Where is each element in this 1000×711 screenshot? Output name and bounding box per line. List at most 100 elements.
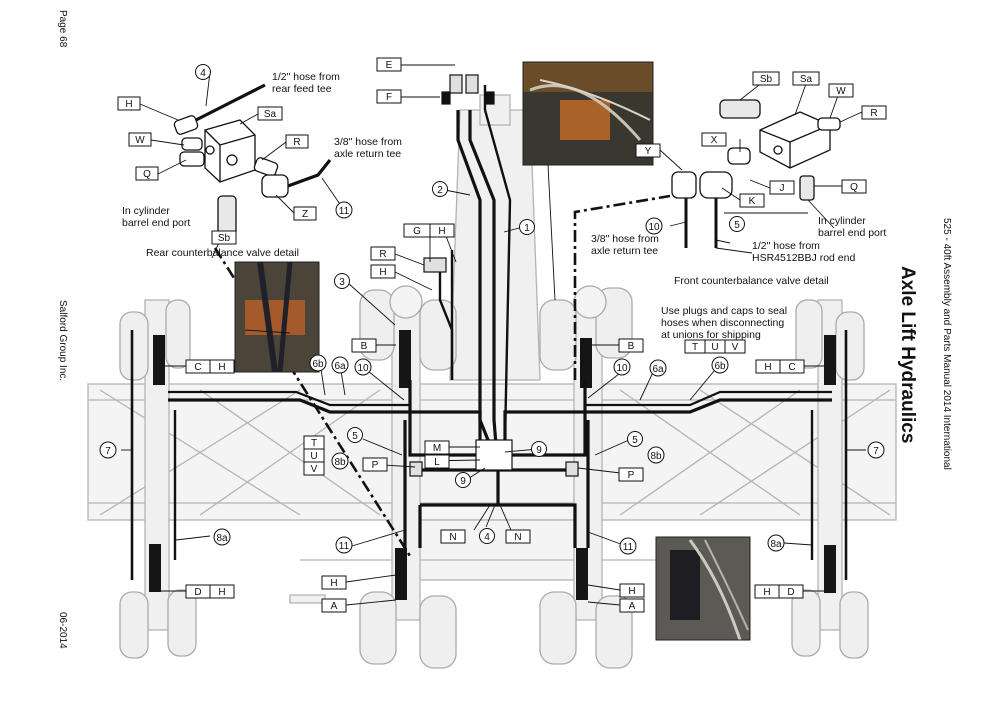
note-plugs-2: hoses when disconnecting (661, 317, 784, 329)
label-Sb: Sb (211, 230, 237, 245)
svg-text:W: W (836, 86, 846, 97)
svg-text:5: 5 (632, 435, 638, 446)
svg-text:Q: Q (143, 169, 151, 180)
svg-text:B: B (361, 341, 368, 352)
svg-text:P: P (628, 470, 635, 481)
svg-text:C: C (194, 362, 201, 373)
label-F: F (376, 89, 402, 104)
circled-callouts: 4 11 2 1 3 10 5 6b 6a 10 10 6a 6b 8b 8b … (99, 64, 885, 555)
label-H: H (209, 584, 235, 599)
note-front-rod-1: 1/2" hose from (752, 240, 820, 252)
note-front-cylinder-1: In cylinder (818, 215, 866, 227)
svg-text:9: 9 (460, 476, 466, 487)
cylinder (824, 545, 836, 593)
callout-11: 11 (619, 537, 637, 555)
label-E: E (376, 57, 402, 72)
callout-9: 9 (531, 441, 547, 457)
svg-text:H: H (125, 99, 132, 110)
hose-10-left (408, 380, 485, 457)
tire (419, 595, 457, 669)
label-H: H (429, 223, 455, 238)
svg-text:A: A (331, 601, 338, 612)
label-A: A (321, 598, 347, 613)
label-H: H (321, 575, 347, 590)
svg-text:8a: 8a (770, 539, 782, 550)
label-D: D (778, 584, 804, 599)
svg-text:11: 11 (339, 206, 350, 217)
svg-text:G: G (413, 226, 421, 237)
cylinder (824, 335, 836, 385)
page-title: Axle Lift Hydraulics (897, 266, 918, 444)
tire (359, 591, 397, 665)
photo-top-center (522, 61, 654, 166)
label-U: U (303, 448, 325, 463)
rear-counterbalance-valve-detail (173, 83, 332, 237)
lift-cylinders (149, 330, 836, 600)
note-plugs-1: Use plugs and caps to seal (661, 305, 787, 317)
label-V: V (724, 339, 746, 354)
callout-9: 9 (455, 472, 471, 488)
tire (791, 589, 821, 657)
label-B: B (618, 338, 644, 353)
text-notes: 1/2" hose from rear feed tee 3/8" hose f… (122, 71, 886, 341)
label-Q: Q (841, 179, 867, 194)
callout-3: 3 (334, 273, 350, 289)
callout-6a: 6a (331, 356, 349, 374)
svg-text:H: H (438, 226, 445, 237)
svg-text:E: E (386, 60, 393, 71)
callout-8a: 8a (767, 534, 785, 552)
svg-text:H: H (379, 267, 386, 278)
svg-text:2: 2 (437, 185, 443, 196)
svg-text:Z: Z (302, 209, 308, 220)
svg-text:A: A (629, 601, 636, 612)
svg-text:D: D (787, 587, 794, 598)
label-P: P (362, 457, 388, 472)
svg-text:N: N (514, 532, 521, 543)
svg-text:T: T (692, 342, 698, 353)
svg-text:3: 3 (339, 277, 345, 288)
svg-text:H: H (330, 578, 337, 589)
callout-6b: 6b (711, 356, 729, 374)
svg-text:8b: 8b (650, 451, 662, 462)
svg-text:6a: 6a (334, 361, 346, 372)
svg-text:R: R (870, 108, 877, 119)
label-N: N (440, 529, 466, 544)
callout-6a: 6a (649, 359, 667, 377)
hose-6b-left (168, 398, 482, 445)
label-H: H (117, 96, 141, 111)
callout-7: 7 (867, 441, 885, 459)
tire (795, 299, 823, 369)
svg-text:4: 4 (200, 68, 206, 79)
callout-1: 1 (519, 219, 535, 235)
svg-text:D: D (194, 587, 201, 598)
svg-text:U: U (711, 342, 718, 353)
svg-text:Sb: Sb (218, 233, 231, 244)
note-rear-feed-2: rear feed tee (272, 83, 332, 95)
svg-text:Y: Y (645, 146, 652, 157)
label-G: G (403, 223, 431, 238)
svg-text:10: 10 (648, 222, 660, 233)
label-J: J (769, 180, 795, 195)
svg-text:11: 11 (623, 542, 634, 553)
label-H: H (754, 584, 780, 599)
note-front-rod-2: HSR4512BBJ rod end (752, 252, 855, 264)
company-name: Salford Group Inc. (57, 300, 68, 382)
callout-11: 11 (335, 201, 353, 219)
tire (595, 595, 633, 669)
svg-text:H: H (764, 362, 771, 373)
svg-text:10: 10 (357, 363, 369, 374)
label-Y: Y (635, 143, 661, 158)
label-H: H (209, 359, 235, 374)
note-axle-return-1: 3/8" hose from (334, 136, 402, 148)
document-date: 06-2014 (57, 612, 68, 649)
svg-text:M: M (433, 443, 441, 454)
label-V: V (303, 461, 325, 476)
tire (119, 591, 149, 659)
note-front-return-2: axle return tee (591, 245, 658, 257)
label-H: H (755, 359, 781, 374)
tire (119, 311, 149, 381)
label-U: U (704, 339, 726, 354)
svg-text:Q: Q (850, 182, 858, 193)
hose-2 (456, 110, 492, 446)
label-T: T (684, 339, 706, 354)
